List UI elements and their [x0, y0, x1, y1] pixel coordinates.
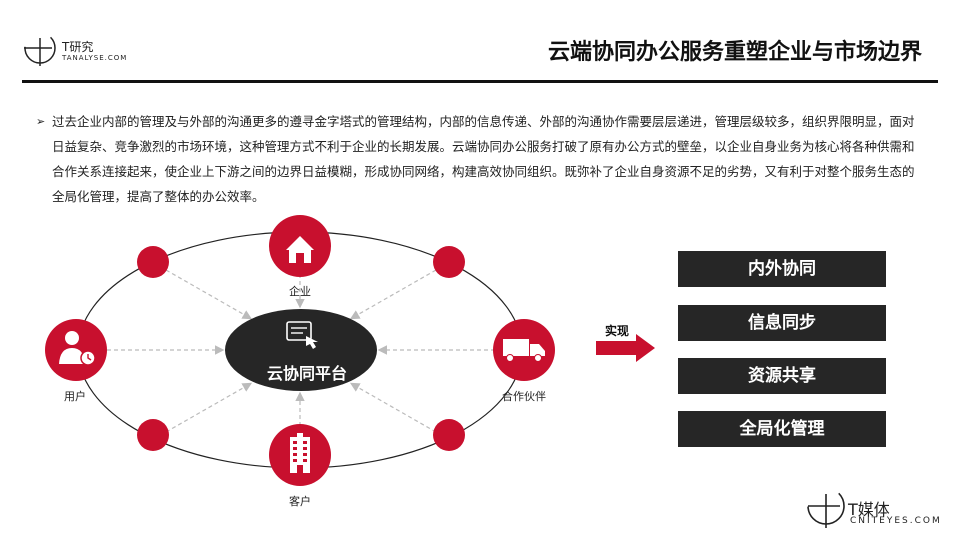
tanalyse-logo: T研究 TANALYSE.COM: [22, 26, 142, 70]
header-divider: [22, 80, 938, 83]
minor-node-top-left: [137, 246, 169, 278]
connector-arrows: [100, 269, 495, 433]
user-clock-icon: [59, 331, 96, 366]
minor-nodes: [137, 246, 465, 451]
minor-node-bottom-right: [433, 419, 465, 451]
tablet-touch-icon: [286, 321, 318, 349]
center-platform-label: 云协同平台: [266, 364, 347, 383]
realize-label: 实现: [605, 324, 630, 338]
minor-node-bottom-left: [137, 419, 169, 451]
building-icon: [286, 236, 314, 263]
node-label-partner: 合作伙伴: [502, 390, 546, 403]
logo-subtitle: TANALYSE.COM: [62, 54, 128, 62]
footer-logo-brand: T媒体: [848, 500, 890, 519]
intro-paragraph: 过去企业内部的管理及与外部的沟通更多的遵寻金字塔式的管理结构，内部的信息传递、外…: [52, 114, 915, 204]
collaboration-diagram: [45, 215, 655, 486]
result-box-info-sync: 信息同步: [678, 305, 886, 341]
cniteyes-logo: T媒体 CNITEYES.COM: [806, 478, 956, 534]
node-label-company: 企业: [289, 285, 311, 298]
page-title: 云端协同办公服务重塑企业与市场边界: [547, 40, 922, 65]
result-box-resource-sharing: 资源共享: [678, 358, 886, 394]
realize-arrow-icon: [596, 334, 655, 362]
office-tower-icon: [290, 433, 310, 473]
logo-mark-icon: [24, 32, 56, 66]
truck-icon: [503, 339, 545, 362]
minor-node-top-right: [433, 246, 465, 278]
result-box-global-management: 全局化管理: [678, 411, 886, 447]
result-box-internal-external: 内外协同: [678, 251, 886, 287]
logo-brand: T研究: [62, 40, 94, 54]
footer-logo-mark-icon: [807, 487, 845, 528]
footer-logo-subtitle: CNITEYES.COM: [850, 516, 942, 526]
center-platform: [225, 309, 377, 391]
paragraph-bullet: ➢: [36, 115, 46, 128]
node-label-user: 用户: [64, 390, 86, 403]
node-label-customer: 客户: [289, 495, 311, 508]
